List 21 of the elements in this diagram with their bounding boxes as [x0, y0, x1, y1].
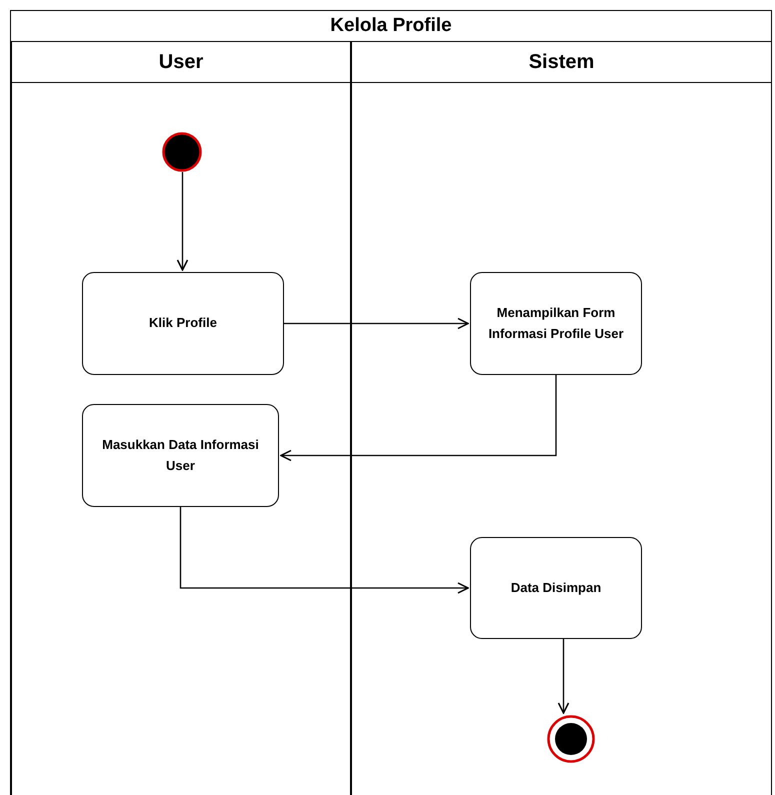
pool-title: Kelola Profile [329, 14, 453, 38]
action-box [470, 272, 642, 375]
action-box [82, 272, 284, 375]
action-box [82, 404, 279, 507]
action-label: Klik Profile [149, 314, 217, 332]
action-box [470, 537, 642, 639]
initial-node [162, 132, 202, 172]
swimlane [11, 41, 351, 795]
arrow [558, 639, 570, 714]
swimlane [351, 41, 772, 795]
action-label: Menampilkan Form Informasi Profile User [487, 304, 625, 342]
pool [10, 10, 772, 795]
action-label: Data Disimpan [510, 578, 602, 597]
arrow [176, 172, 188, 271]
final-node [547, 715, 595, 763]
action-label: Masukkan Data Informasi User [101, 436, 260, 474]
arrow [280, 375, 557, 462]
lane-header: User [12, 42, 350, 83]
lane-header: Sistem [352, 42, 771, 83]
arrow [180, 507, 469, 594]
arrow [284, 318, 469, 330]
